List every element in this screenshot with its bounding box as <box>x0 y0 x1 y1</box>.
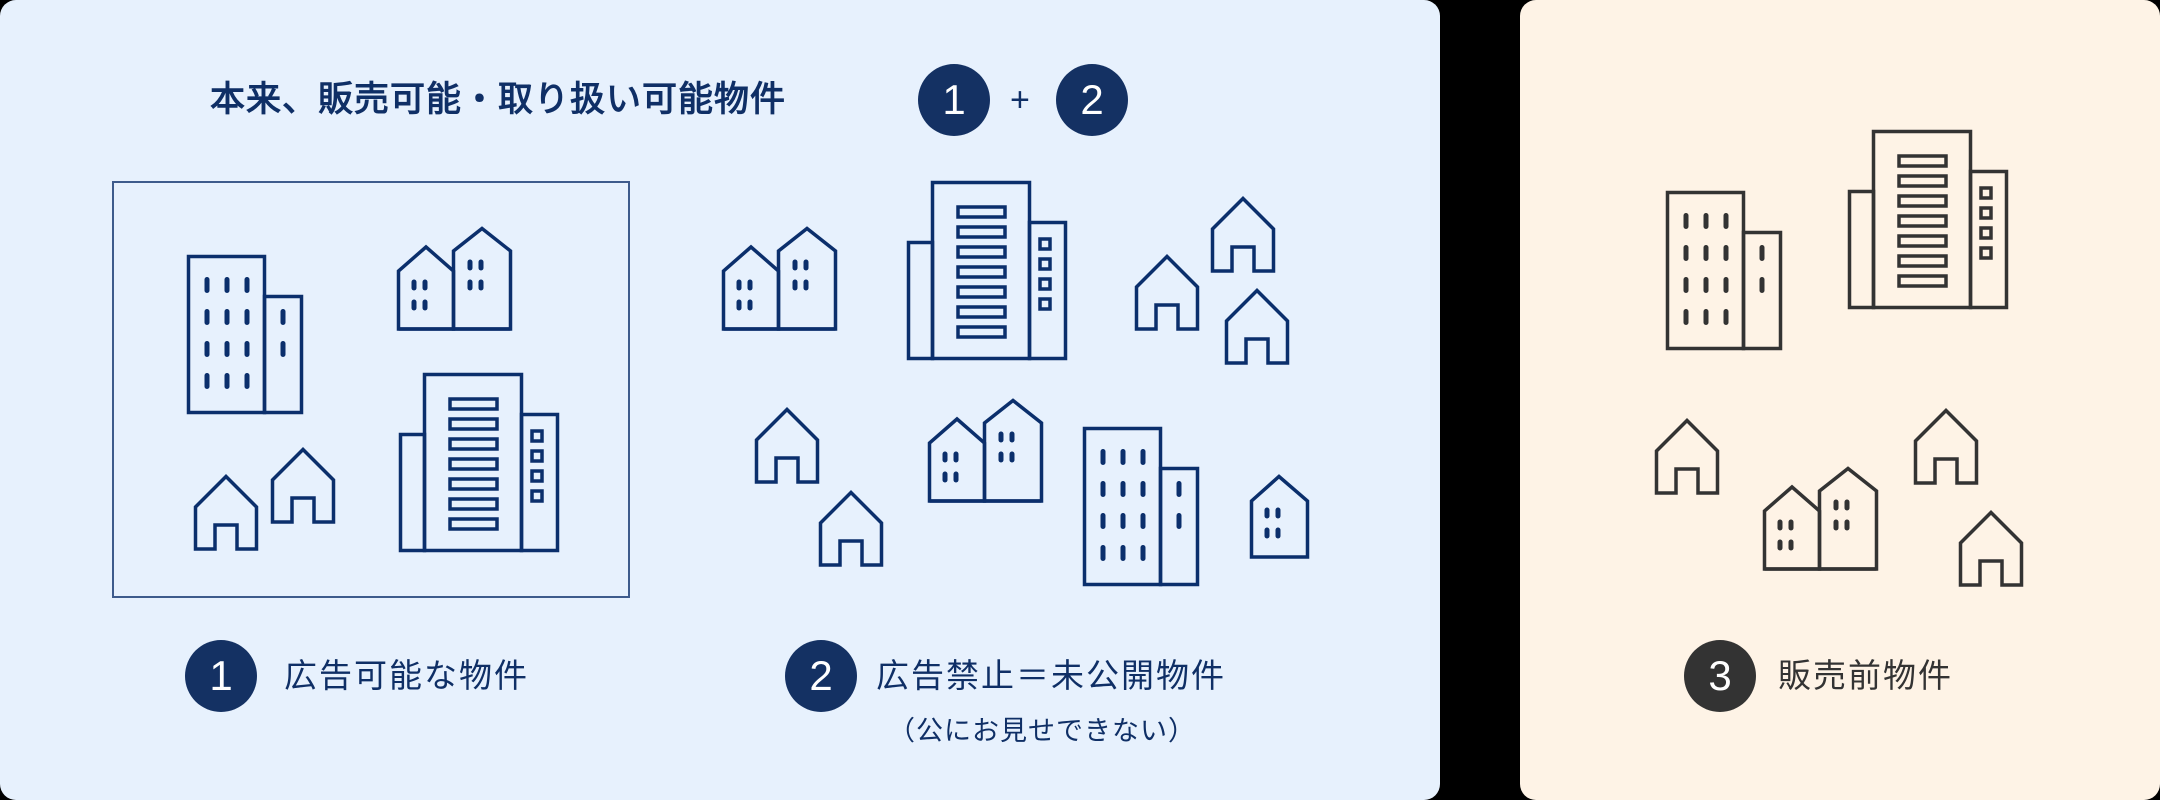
house-icon <box>1913 408 1979 485</box>
house-icon <box>193 474 259 551</box>
section-1-label: 広告可能な物件 <box>284 656 529 695</box>
twin-houses-icon <box>927 398 1044 503</box>
twin-houses-icon <box>721 226 838 331</box>
twin-houses-icon <box>396 226 513 331</box>
single-house-windows-icon <box>1249 474 1310 559</box>
office-building-icon <box>186 254 304 415</box>
title-badge-1: 1 <box>918 64 990 136</box>
house-icon <box>1654 418 1720 495</box>
house-icon <box>1210 196 1276 273</box>
section-3-label: 販売前物件 <box>1778 656 1953 695</box>
section-2-label: 広告禁止＝未公開物件 <box>876 656 1226 695</box>
tall-building-icon <box>1847 129 2009 310</box>
section-1-badge: 1 <box>185 640 257 712</box>
tall-building-icon <box>906 180 1068 361</box>
advertisable-properties-frame <box>112 181 630 598</box>
tall-building-icon <box>398 372 560 553</box>
house-icon <box>1134 254 1200 331</box>
section-2-badge: 2 <box>785 640 857 712</box>
house-icon <box>270 447 336 524</box>
section-2-sublabel: （公にお見せできない） <box>888 716 1196 747</box>
office-building-icon <box>1665 190 1783 351</box>
page-title: 本来、販売可能・取り扱い可能物件 <box>210 80 787 120</box>
house-icon <box>1224 288 1290 365</box>
title-badge-2: 2 <box>1056 64 1128 136</box>
house-icon <box>754 407 820 484</box>
pre-sale-properties-panel <box>1520 0 2160 800</box>
section-3-badge: 3 <box>1684 640 1756 712</box>
office-building-icon <box>1082 426 1200 587</box>
house-icon <box>1958 510 2024 587</box>
plus-sign: + <box>1010 81 1030 119</box>
house-icon <box>818 490 884 567</box>
twin-houses-icon <box>1762 466 1879 571</box>
